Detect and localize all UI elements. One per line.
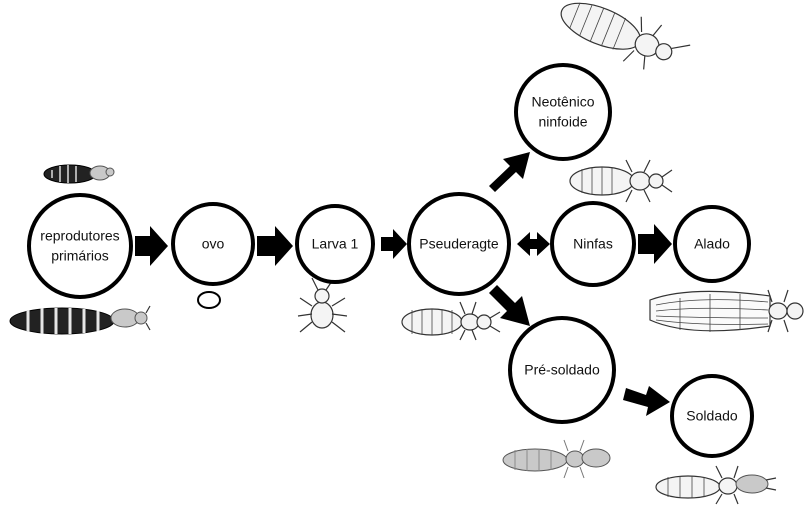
node-reprodutores-primarios: reprodutores primários bbox=[29, 195, 131, 297]
node-alado: Alado bbox=[675, 207, 749, 281]
arrow-reprodutores-ovo bbox=[135, 226, 168, 266]
arrow-ninfas-alado bbox=[638, 224, 672, 264]
node-neotenico-ninfoide: Neotênico ninfoide bbox=[516, 65, 610, 159]
soldier-illustration bbox=[656, 466, 776, 504]
node-ninfas: Ninfas bbox=[552, 203, 634, 285]
node-reprodutores-line2: primários bbox=[51, 248, 109, 264]
node-neotenico-line1: Neotênico bbox=[531, 94, 594, 110]
presoldier-illustration bbox=[503, 440, 610, 478]
node-neotenico-line2: ninfoide bbox=[538, 114, 587, 130]
node-ovo-label: ovo bbox=[202, 236, 225, 252]
arrow-presoldado-soldado bbox=[623, 386, 670, 416]
node-larva-1: Larva 1 bbox=[297, 206, 373, 282]
pseuderagte-illustration bbox=[402, 302, 500, 340]
larva-illustration bbox=[298, 278, 347, 332]
termite-queen-illustration bbox=[10, 306, 150, 334]
winged-adult-illustration bbox=[650, 290, 803, 332]
arrow-ovo-larva bbox=[257, 226, 293, 266]
node-ninfas-label: Ninfas bbox=[573, 236, 613, 252]
node-soldado-label: Soldado bbox=[686, 408, 738, 424]
arrow-pseuderagte-ninfas bbox=[517, 232, 550, 256]
egg-icon bbox=[198, 292, 220, 308]
node-ovo: ovo bbox=[173, 204, 253, 284]
arrow-larva-pseuderagte bbox=[381, 229, 407, 259]
node-pre-soldado: Pré-soldado bbox=[510, 318, 614, 422]
nymph-illustration bbox=[570, 160, 672, 202]
node-presoldado-label: Pré-soldado bbox=[524, 362, 600, 378]
node-larva-label: Larva 1 bbox=[312, 236, 359, 252]
arrow-pseuderagte-neotenico bbox=[489, 152, 530, 192]
node-soldado: Soldado bbox=[672, 376, 752, 456]
termite-king-illustration bbox=[44, 165, 114, 183]
arrow-pseuderagte-presoldado bbox=[489, 285, 530, 326]
node-pseuderagte: Pseuderagte bbox=[409, 194, 509, 294]
node-reprodutores-line1: reprodutores bbox=[40, 228, 119, 244]
node-pseuderagte-label: Pseuderagte bbox=[419, 236, 499, 252]
node-alado-label: Alado bbox=[694, 236, 730, 252]
